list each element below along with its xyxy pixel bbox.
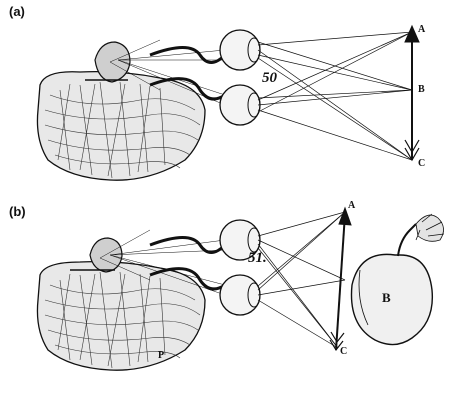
eye-upper [219,29,261,71]
light-rays [257,31,413,161]
eye-lower [219,84,261,126]
brain-illustration [36,70,206,181]
panel-b-point-b: B [382,290,391,305]
panel-a: (a) [9,4,426,181]
panel-a-diagram [36,24,420,181]
brain-texture [44,271,201,369]
object-arrow-head [338,206,352,226]
panel-b-figure-number: 51. [248,250,267,266]
light-rays [257,211,346,349]
panel-a-point-b: B [418,84,425,95]
panel-b-point-p: P [158,350,165,361]
apple-object [350,253,434,346]
apple-leaves [415,213,445,242]
panel-a-point-a: A [418,24,426,35]
optic-nerve-upper [149,236,227,254]
object-arrow-fletching [404,139,420,162]
panel-b-point-a: A [348,200,356,211]
panel-b: (b) [0,200,465,400]
optic-nerve-lower [149,77,226,101]
panel-a-point-c: C [418,158,426,169]
panel-a-label: (a) [9,4,25,19]
panel-a-figure-number: 50 [262,70,277,86]
brain-texture [44,81,201,179]
object-arrow-fletching [329,331,345,352]
apple-stem [397,223,417,257]
eye-lower [219,274,261,316]
object-arrow-shaft [335,213,346,351]
panel-b-label: (b) [9,204,26,219]
optic-nerve-lower [149,267,226,291]
panel-b-diagram [36,206,445,371]
panel-b-point-c: C [340,346,348,357]
object-arrow-head [404,24,420,43]
optic-nerve-upper [149,46,227,64]
